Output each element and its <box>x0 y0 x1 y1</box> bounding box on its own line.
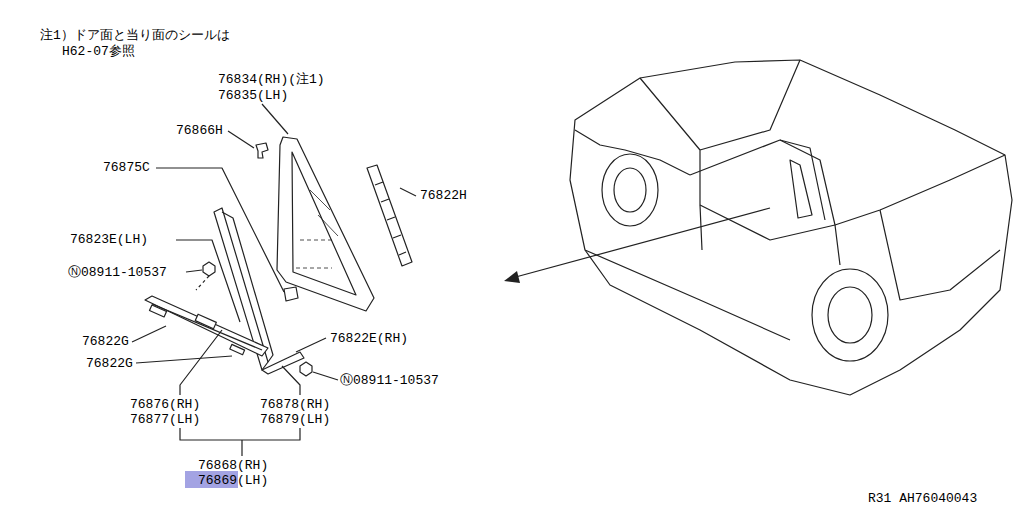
note-text: H62-07参照 <box>62 44 135 59</box>
part-number: Ⓝ08911-10537 <box>340 373 439 388</box>
part-number: 76823E(LH) <box>70 232 148 247</box>
part-number: 76877(LH) <box>130 412 200 427</box>
part-number: 76822G <box>86 356 133 371</box>
part-number: 76835(LH) <box>218 88 288 103</box>
part-number: 76869(LH) <box>198 473 268 488</box>
figure-id: R31 AH76040043 <box>868 491 977 506</box>
part-number: 76822E(RH) <box>330 331 408 346</box>
part-number: 76822H <box>420 188 467 203</box>
part-number: 76866H <box>176 123 223 138</box>
part-number: 76822G <box>82 334 129 349</box>
part-number: 76879(LH) <box>260 412 330 427</box>
part-number: Ⓝ08911-10537 <box>68 265 167 280</box>
part-number: 76878(RH) <box>260 397 330 412</box>
part-number: 76868(RH) <box>198 458 268 473</box>
part-number: 76834(RH)(注1) <box>218 72 325 87</box>
part-number: 76875C <box>103 160 150 175</box>
note-text: 注1）ドア面と当り面のシールは <box>40 28 230 43</box>
part-number: 76876(RH) <box>130 397 200 412</box>
